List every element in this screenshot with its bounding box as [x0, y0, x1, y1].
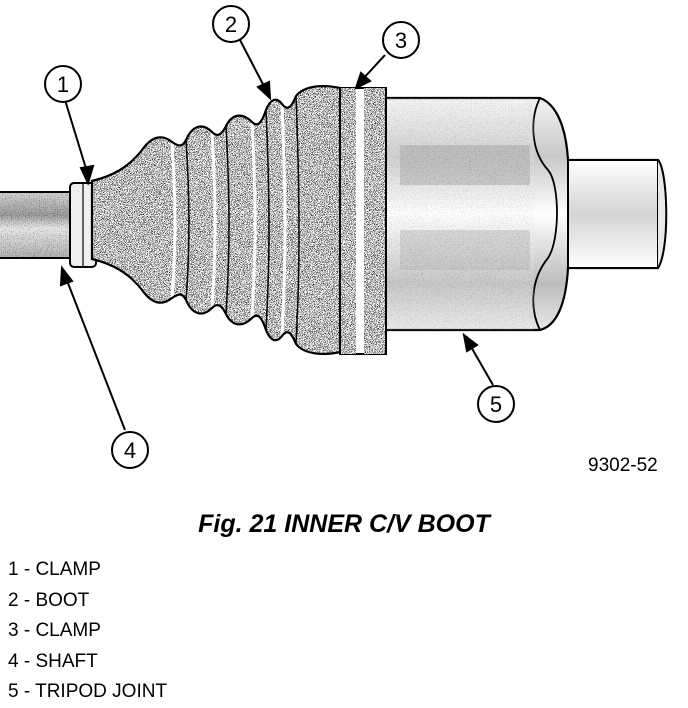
callout-4-label: 4	[124, 438, 136, 463]
callout-3: 3	[382, 21, 420, 59]
legend: 1 - CLAMP 2 - BOOT 3 - CLAMP 4 - SHAFT 5…	[8, 555, 167, 708]
callout-3-label: 3	[395, 28, 407, 53]
leader-lines	[59, 39, 494, 431]
legend-item: 3 - CLAMP	[8, 620, 101, 641]
boot	[90, 84, 342, 356]
callout-2: 2	[212, 5, 250, 43]
callout-5-label: 5	[490, 392, 502, 417]
callout-1: 1	[44, 65, 82, 103]
figure-title: Fig. 21 INNER C/V BOOT	[198, 510, 490, 538]
callout-4: 4	[111, 431, 149, 469]
callout-1-label: 1	[57, 72, 69, 97]
legend-item: 5 - TRIPOD JOINT	[8, 681, 168, 702]
cv-boot-illustration: 1 2 3 5 4	[0, 5, 668, 469]
callout-5: 5	[477, 385, 515, 423]
large-clamp	[339, 87, 387, 355]
tripod-joint-housing	[382, 96, 668, 332]
legend-item: 2 - BOOT	[8, 589, 90, 611]
figure-code: 9302-52	[588, 455, 658, 476]
legend-item: 4 - SHAFT	[8, 650, 98, 672]
legend-item: 1 - CLAMP	[8, 559, 101, 580]
callout-2-label: 2	[225, 12, 237, 37]
